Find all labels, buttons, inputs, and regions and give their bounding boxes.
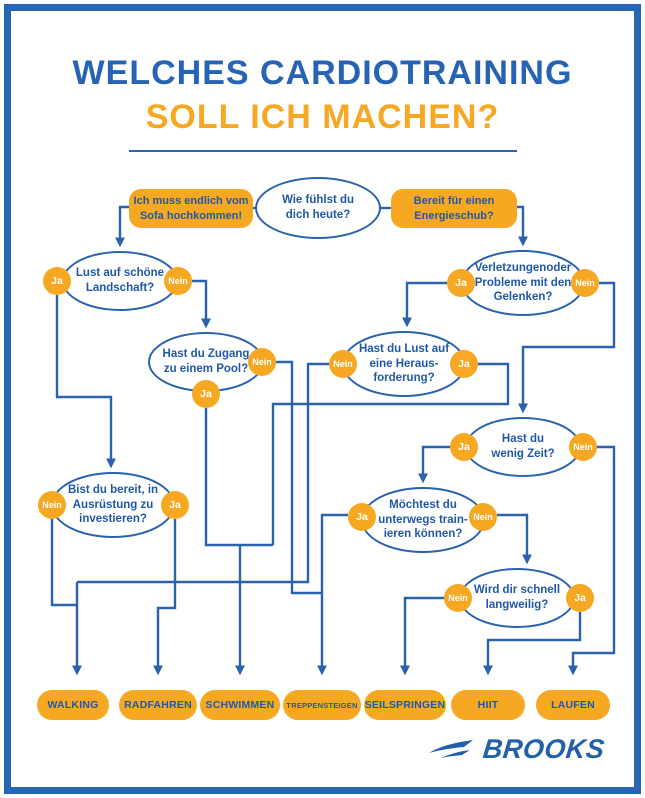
answer-langweilig-ja: Ja (566, 584, 594, 612)
answer-unterwegs-ja: Ja (348, 503, 376, 531)
answer-wenig-zeit-nein: Nein (569, 433, 597, 461)
answer-herausforderung-nein: Nein (329, 350, 357, 378)
answer-verletzungen-ja: Ja (447, 269, 475, 297)
node-wenig-zeit: Hast du wenig Zeit? (465, 417, 581, 477)
answer-wenig-zeit-ja: Ja (450, 433, 478, 461)
edge-landschaft-nein-pool (192, 279, 212, 329)
edge-wenigzeit-ja-unterwegs (417, 445, 450, 484)
edge-langweilig-nein-seilspringen (399, 596, 444, 676)
result-hiit: HIIT (451, 690, 525, 720)
result-walking: WALKING (37, 690, 109, 720)
title-underline (129, 150, 517, 152)
edge-pool-nein-merge (276, 360, 322, 595)
edge-unterwegs-ja-treppensteigen (316, 513, 348, 676)
edge-pool-ja-merge (204, 408, 273, 547)
answer-landschaft-ja: Ja (43, 267, 71, 295)
answer-pool-ja: Ja (192, 380, 220, 408)
node-landschaft: Lust auf schöne Landschaft? (62, 251, 178, 311)
node-ausruestung: Bist du bereit, in Ausrüstung zu investi… (51, 472, 175, 538)
node-unterwegs: Möchtest du unterwegs train- ieren könne… (361, 487, 485, 553)
result-seilspringen: SEILSPRINGEN (364, 690, 446, 720)
answer-ausruestung-nein: Nein (38, 491, 66, 519)
result-treppensteigen: TREPPENSTEIGEN (283, 690, 361, 720)
answer-verletzungen-nein: Nein (571, 269, 599, 297)
node-herausforderung: Hast du Lust auf eine Heraus- forderung? (342, 331, 466, 397)
answer-pool-nein: Nein (248, 348, 276, 376)
edge-wenigzeit-nein-laufen (567, 445, 616, 676)
edge-rightbox-verletzungen (516, 205, 529, 247)
edge-langweilig-ja-hiit (482, 612, 582, 676)
edge-herausforderung-ja-merge (271, 362, 510, 545)
edge-ausruestung-ja-radfahren (152, 519, 177, 676)
result-radfahren: RADFAHREN (119, 690, 197, 720)
edge-leftbox-landschaft (114, 205, 133, 248)
edge-verletzungen-nein-wenigzeit (517, 281, 616, 414)
edge-verletzungen-ja-herausforderung (401, 281, 447, 328)
brand-wordmark: BROOKS (481, 733, 607, 764)
title-line-2: SOLL ICH MACHEN? (145, 97, 500, 136)
node-langweilig: Wird dir schnell langweilig? (459, 568, 575, 628)
node-verletzungen: Verletzungenoder Probleme mit den Gelenk… (461, 250, 585, 316)
result-laufen: LAUFEN (536, 690, 610, 720)
edge-landschaft-ja-ausruestung (55, 295, 117, 469)
answer-unterwegs-nein: Nein (469, 503, 497, 531)
result-schwimmen: SCHWIMMEN (200, 690, 280, 720)
node-start-question: Wie fühlst du dich heute? (255, 177, 381, 239)
edge-unterwegs-nein-langweilig (497, 513, 533, 565)
brooks-logo: BROOKS (427, 731, 607, 767)
page-title: WELCHES CARDIOTRAINING SOLL ICH MACHEN? (0, 52, 645, 139)
answer-langweilig-nein: Nein (444, 584, 472, 612)
node-option-sofa: Ich muss endlich vom Sofa hochkommen! (129, 189, 253, 228)
title-line-1: WELCHES CARDIOTRAINING (72, 54, 573, 92)
edge-ausruestung-nein-merge (50, 519, 77, 607)
edge-herausforderung-nein-walkline (77, 362, 329, 584)
answer-ausruestung-ja: Ja (161, 491, 189, 519)
brooks-chevron-icon (429, 740, 474, 758)
node-option-energieschub: Bereit für einen Energieschub? (391, 189, 517, 228)
answer-landschaft-nein: Nein (164, 267, 192, 295)
answer-herausforderung-ja: Ja (450, 350, 478, 378)
